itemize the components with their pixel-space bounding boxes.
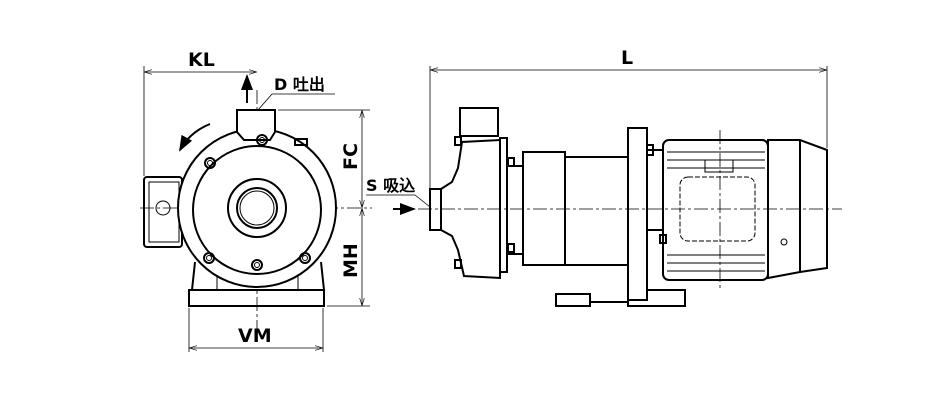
bracket (522, 151, 566, 266)
inner-casing (192, 145, 322, 275)
front-foot-side (627, 289, 686, 307)
mh-label: MH (340, 243, 362, 278)
discharge-port (236, 109, 276, 141)
bolts (203, 134, 311, 271)
rotation-direction-arrow (179, 123, 211, 152)
suction-label: S 吸込 (366, 176, 415, 195)
suction-port-outer (227, 178, 287, 238)
motor-flange (627, 127, 648, 301)
side-discharge-port (459, 107, 499, 137)
discharge-label: D 吐出 (274, 75, 325, 94)
outer-casing (177, 128, 337, 288)
fc-label: FC (340, 143, 362, 170)
casing-flange (499, 137, 508, 273)
suction-leader (366, 194, 431, 208)
motor (646, 130, 769, 290)
suction-port-inner (236, 187, 278, 229)
suction-flange (429, 188, 442, 231)
rear-foot (555, 293, 591, 307)
discharge-leader (257, 93, 335, 111)
front-view (140, 66, 372, 352)
kl-label: KL (188, 49, 215, 71)
l-label: L (621, 47, 633, 69)
junction-box (143, 176, 183, 248)
vm-label: VM (238, 325, 272, 347)
side-view (366, 66, 842, 307)
coupling-housing (564, 156, 629, 266)
